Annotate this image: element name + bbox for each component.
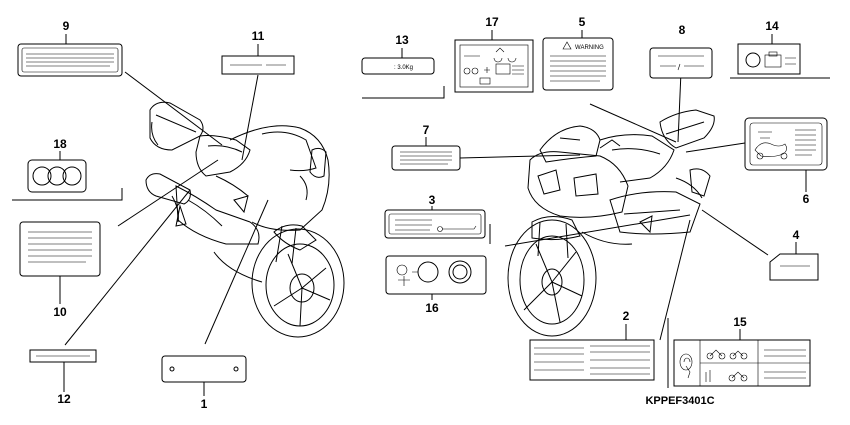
callout-18: 18 [53, 137, 67, 151]
leader-lines [12, 47, 830, 388]
callout-15: 15 [733, 315, 747, 329]
label-9 [17, 43, 123, 77]
callout-11: 11 [252, 29, 265, 43]
label-7 [391, 145, 461, 171]
callout-6: 6 [803, 192, 810, 206]
callout-14: 14 [765, 19, 779, 33]
label-11 [221, 55, 295, 75]
label-17 [454, 39, 534, 93]
label-10 [19, 221, 101, 277]
diagram-code: KPPEF3401C [645, 395, 714, 407]
warning-text: WARNING [575, 45, 604, 51]
callout-7: 7 [423, 123, 430, 137]
label-8 [649, 47, 713, 79]
callout-10: 10 [53, 305, 67, 319]
label-2 [529, 339, 655, 381]
callout-4: 4 [793, 228, 800, 242]
label-4 [769, 253, 819, 281]
callout-13: 13 [395, 33, 409, 47]
callout-numbers: 9 11 18 10 12 1 13 17 5 8 14 7 3 16 6 4 … [53, 15, 809, 411]
callout-16: 16 [425, 301, 439, 315]
callout-8: 8 [679, 23, 686, 37]
label-6 [744, 117, 828, 171]
label-18 [27, 159, 87, 193]
callout-1: 1 [201, 397, 208, 411]
load-capacity-text: : 3.0Kg [394, 65, 413, 71]
label-3 [384, 209, 486, 239]
callout-17: 17 [485, 15, 499, 29]
label-1 [161, 355, 247, 383]
motorcycle-left-view [145, 101, 345, 338]
label-14 [737, 43, 801, 75]
label-15 [673, 339, 811, 387]
label-5-warning: WARNING [542, 37, 614, 91]
label-16 [385, 255, 487, 295]
callout-2: 2 [623, 309, 630, 323]
label-13: : 3.0Kg [361, 57, 435, 75]
callout-9: 9 [63, 19, 70, 33]
label-12 [29, 349, 97, 363]
callout-5: 5 [579, 15, 586, 29]
motorcycle-right-view [507, 109, 715, 337]
callout-12: 12 [57, 392, 71, 406]
callout-3: 3 [429, 193, 436, 207]
